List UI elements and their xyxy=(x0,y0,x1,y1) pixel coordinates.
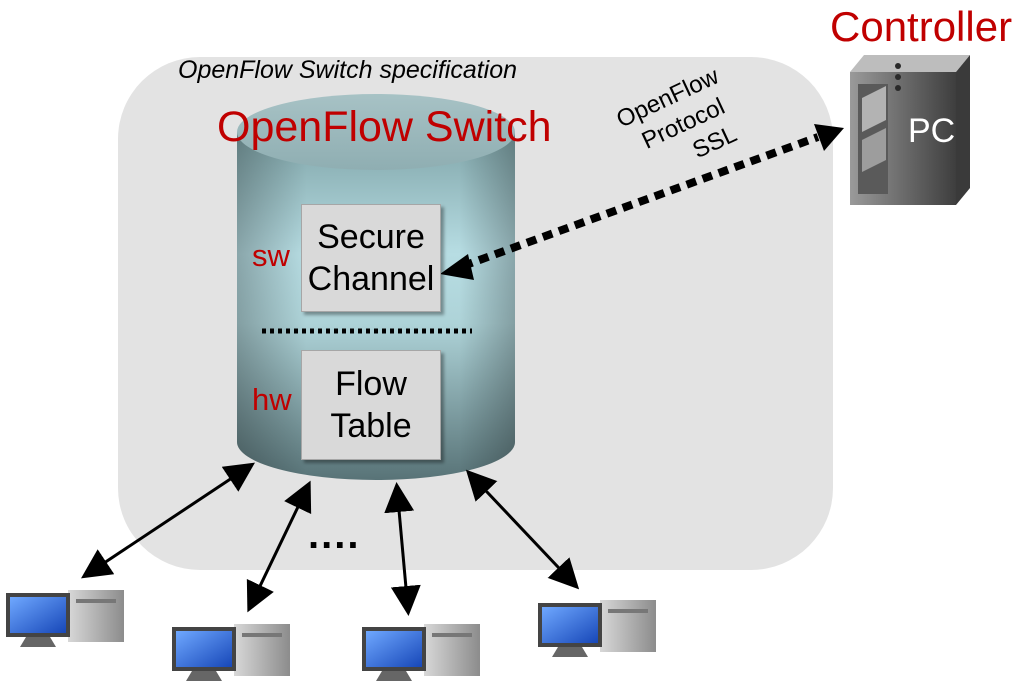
flow-table-box: Flow Table xyxy=(301,350,441,460)
controller-server-icon xyxy=(850,55,970,205)
desktop-computer-icon xyxy=(362,624,480,681)
flow-table-line1: Flow xyxy=(335,365,407,403)
secure-channel-line2: Channel xyxy=(307,260,435,298)
desktop-computer-icon xyxy=(6,590,124,647)
sw-label: sw xyxy=(252,238,290,273)
switch-title: OpenFlow Switch xyxy=(217,103,552,151)
host-connections xyxy=(81,462,580,616)
spec-label: OpenFlow Switch specification xyxy=(178,56,518,84)
openflow-protocol-link xyxy=(440,124,844,280)
secure-channel-box: Secure Channel xyxy=(301,204,441,312)
pc-label: PC xyxy=(908,112,956,150)
desktop-computer-icon xyxy=(172,624,290,681)
more-hosts-ellipsis: .... xyxy=(308,513,361,557)
desktop-computer-icon xyxy=(538,600,656,657)
flow-table-line2: Table xyxy=(330,407,412,445)
secure-channel-line1: Secure xyxy=(317,218,425,256)
hw-label: hw xyxy=(252,382,292,417)
controller-label: Controller xyxy=(830,3,1013,50)
